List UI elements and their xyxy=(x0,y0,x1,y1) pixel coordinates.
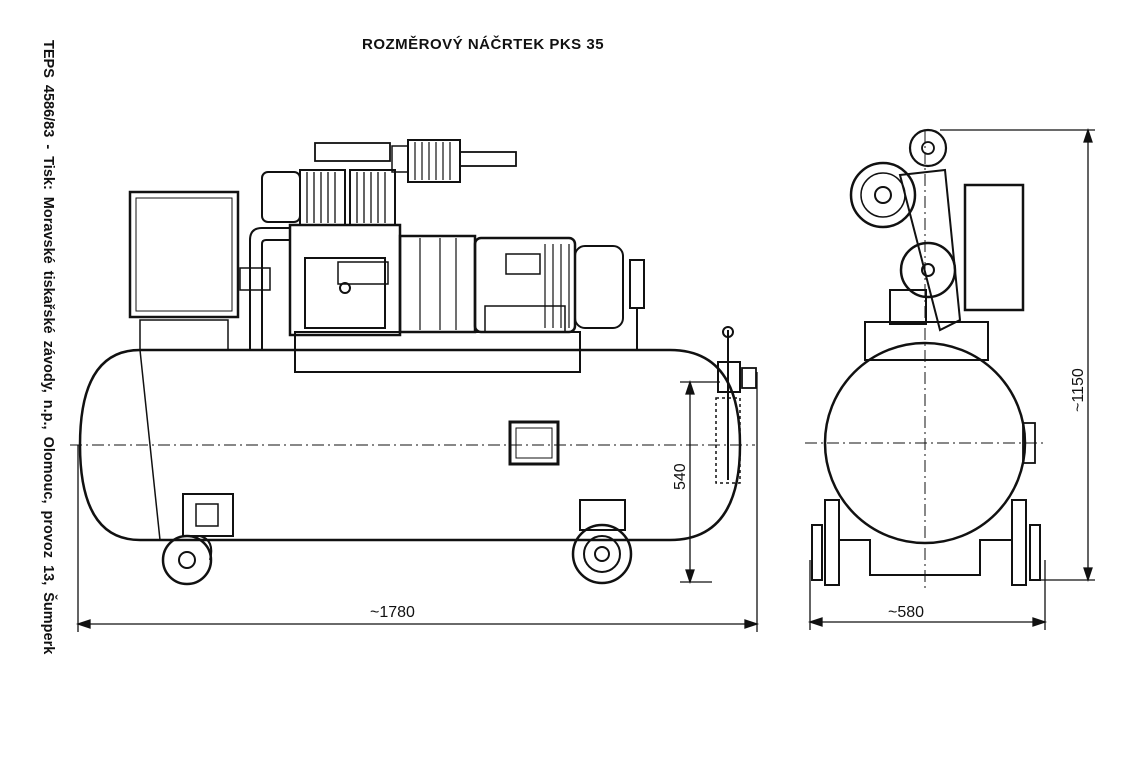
electrical-box xyxy=(128,190,240,319)
air-tank xyxy=(78,348,742,542)
height-label: ~1150 xyxy=(1070,368,1087,412)
outlet-valve xyxy=(715,326,757,484)
front-flywheel xyxy=(899,241,957,299)
motor-fan-cover xyxy=(574,245,624,329)
intake-manifold xyxy=(314,142,391,162)
side-view: ~1780 540 xyxy=(70,139,760,632)
intake-filter xyxy=(407,139,461,183)
drawing-title: ROZMĚROVÝ NÁČRTEK PKS 35 xyxy=(362,36,605,53)
front-view: ~580 ~1150 xyxy=(805,127,1095,630)
cylinder-fins xyxy=(299,169,396,226)
front-top-flange xyxy=(908,128,948,168)
tank-height-label: 540 xyxy=(672,463,689,490)
motor-terminal-box xyxy=(505,253,541,275)
coupling-guard xyxy=(398,234,477,334)
width-dimension xyxy=(807,560,1048,630)
base-frame xyxy=(294,331,581,373)
width-label: ~580 xyxy=(888,604,924,621)
nameplate xyxy=(508,420,560,466)
front-intake-filter xyxy=(849,161,917,229)
front-wheels xyxy=(811,499,1041,586)
electric-motor xyxy=(473,236,577,334)
switch-bracket xyxy=(139,319,229,351)
pressure-switch xyxy=(629,259,645,309)
castor-wheel xyxy=(161,493,234,586)
delivery-pipe xyxy=(249,227,290,350)
height-dimension xyxy=(940,127,1095,583)
length-dimension xyxy=(75,372,760,632)
compressor-block xyxy=(288,223,402,337)
rear-wheel xyxy=(571,499,633,585)
front-electrical-box xyxy=(963,183,1025,312)
length-label: ~1780 xyxy=(370,604,415,621)
tank-weld-seam xyxy=(139,349,161,541)
tank-height-dimension xyxy=(680,379,720,585)
cylinder-head xyxy=(261,171,301,223)
